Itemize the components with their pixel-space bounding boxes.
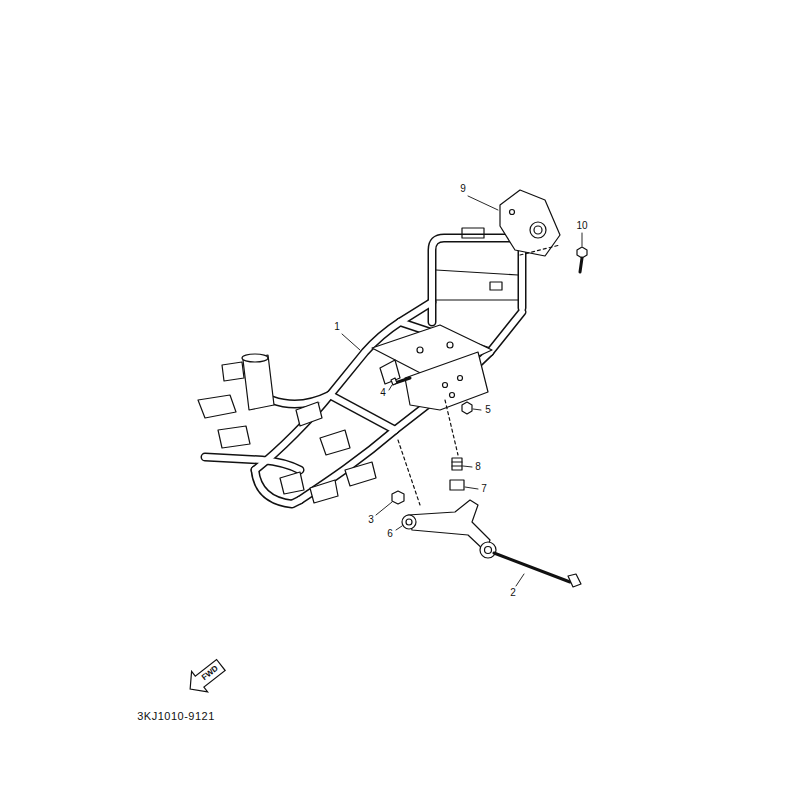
frame-tubes (205, 238, 522, 504)
callout-number: 3 (368, 515, 374, 525)
callout-number: 5 (485, 405, 491, 415)
callout-number: 4 (380, 388, 386, 398)
arrow-outline (182, 655, 229, 699)
direction-arrow: FWD (182, 655, 229, 699)
frame-details (198, 190, 587, 587)
callout-number: 7 (481, 484, 487, 494)
callout-number: 9 (460, 184, 466, 194)
leader-lines (342, 196, 582, 586)
callout-number: 8 (475, 462, 481, 472)
drawing-code: 3KJ1010-9121 (137, 711, 215, 722)
callout-number: 1 (334, 322, 340, 332)
callout-number: 2 (510, 588, 516, 598)
frame-tubes (205, 238, 522, 504)
callout-number: 6 (387, 529, 393, 539)
callout-number: 10 (576, 221, 587, 231)
